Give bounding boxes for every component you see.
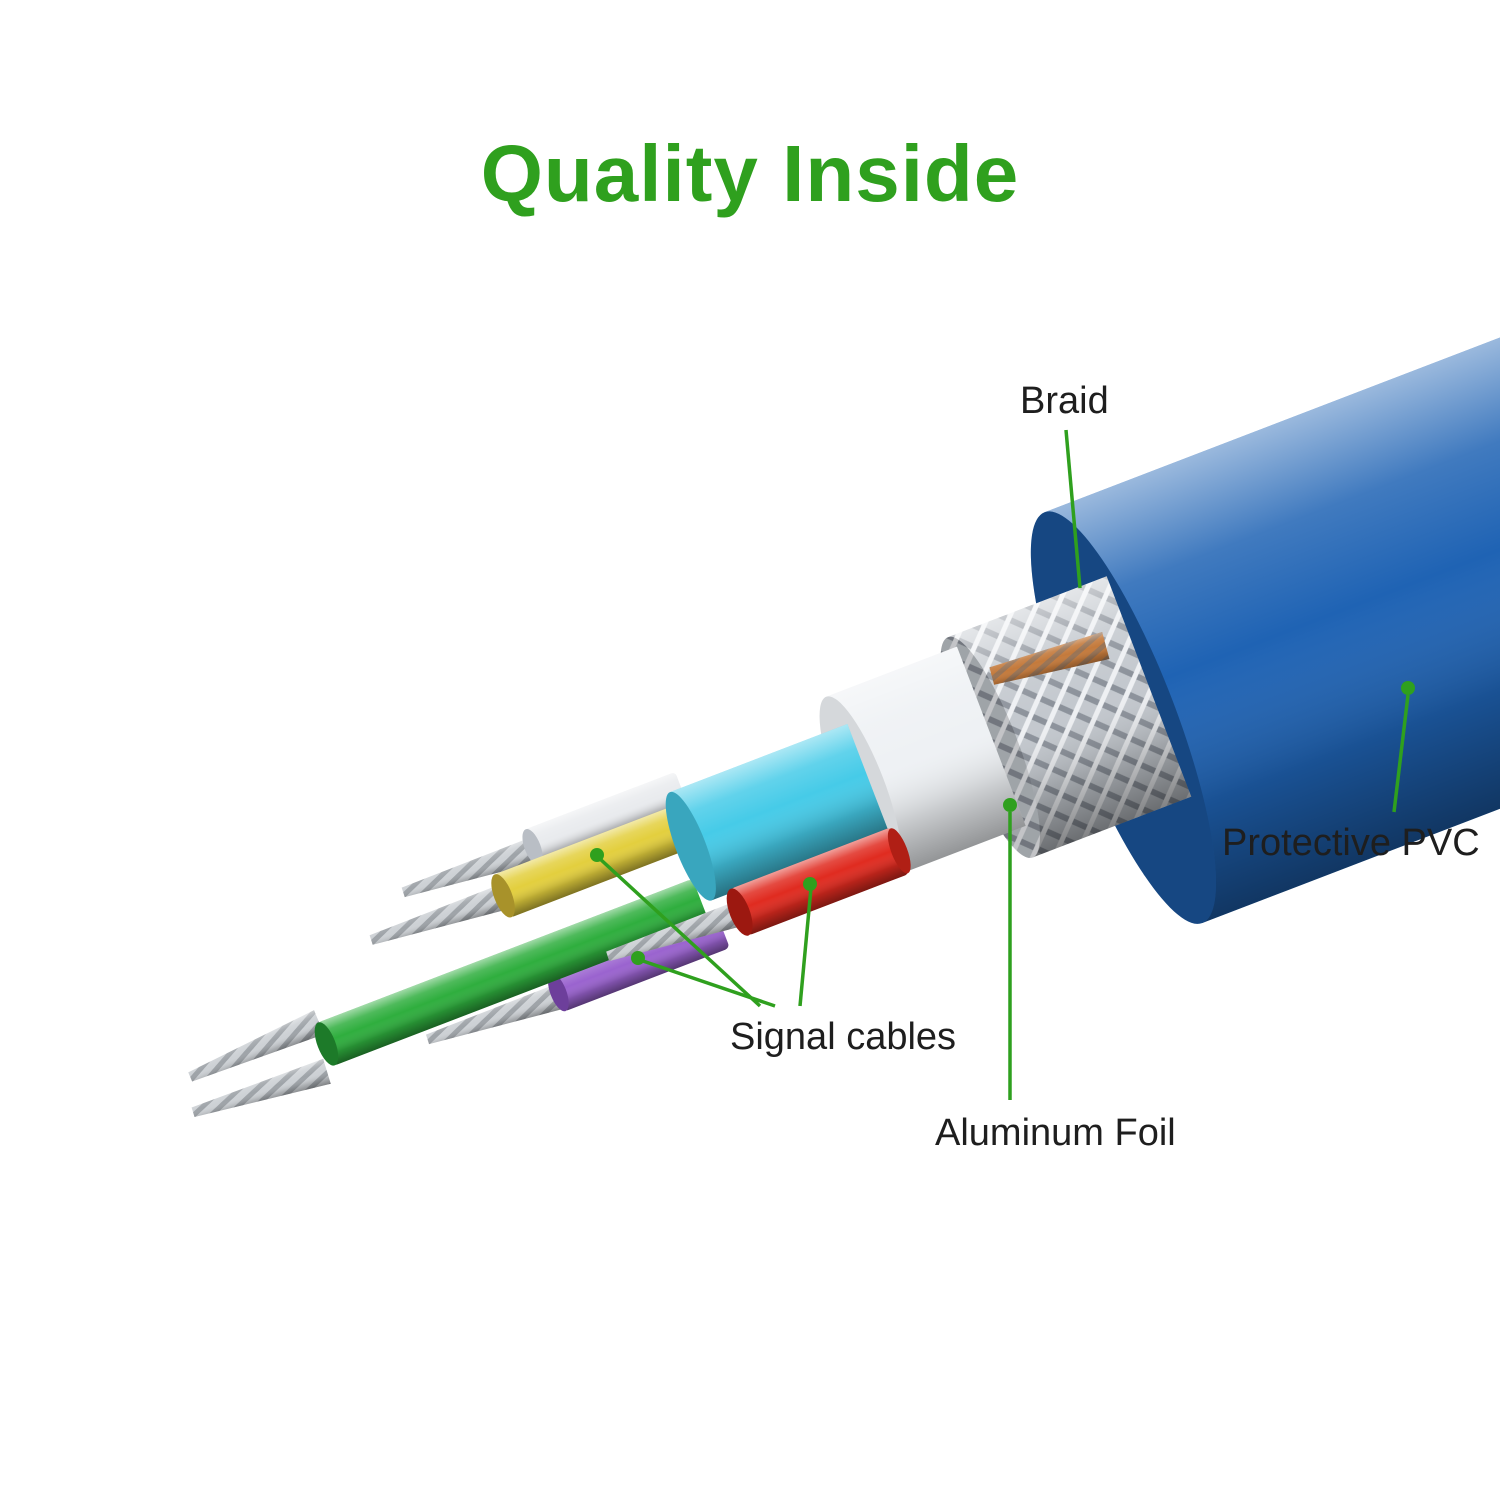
leader-lines bbox=[590, 429, 1415, 1100]
signal-cable-white bbox=[399, 773, 688, 905]
inner-sheath bbox=[665, 724, 889, 901]
copper-wire bbox=[989, 632, 1110, 685]
label-protective-pvc: Protective PVC bbox=[1222, 822, 1480, 864]
cable-assembly bbox=[185, 189, 1500, 1125]
leader-line-signal-yellow bbox=[597, 856, 762, 1008]
signal-cable-red bbox=[603, 828, 911, 969]
label-braid: Braid bbox=[1020, 380, 1109, 422]
leader-dot-signal-purple bbox=[631, 951, 645, 965]
leader-line-protective-pvc bbox=[1392, 694, 1410, 813]
leader-dot-aluminum-foil bbox=[1003, 798, 1017, 812]
label-signal-cables: Signal cables bbox=[730, 1016, 957, 1058]
signal-cable-green bbox=[185, 880, 708, 1125]
page-title: Quality Inside bbox=[480, 129, 1020, 218]
leader-dot-protective-pvc bbox=[1401, 681, 1415, 695]
label-aluminum-foil: Aluminum Foil bbox=[935, 1112, 1176, 1154]
leader-line-braid bbox=[1064, 429, 1082, 589]
leader-line-signal-purple bbox=[639, 958, 776, 1008]
leader-dot-signal-red bbox=[803, 877, 817, 891]
leader-line-signal-red bbox=[798, 887, 813, 1007]
